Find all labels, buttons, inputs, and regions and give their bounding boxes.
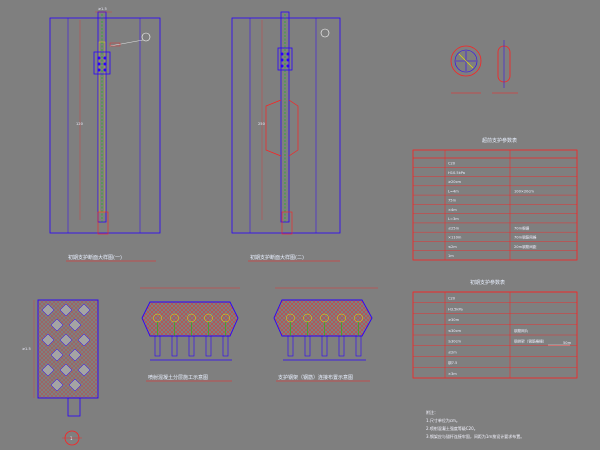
table-2-cell: ≤30cm <box>448 329 462 333</box>
lattice-cell <box>68 348 82 362</box>
table-2-cell: ×3m <box>448 372 457 376</box>
lattice-plate: 1 ≥1.5 <box>22 299 99 446</box>
table-1-cell: L=3m <box>448 217 459 221</box>
lattice-cell <box>77 333 91 347</box>
beam-post <box>287 335 294 357</box>
table-2-cell: H3.5kPa <box>448 307 463 311</box>
view-2-section: 250 初期支护断面大样图(二) <box>231 11 341 262</box>
table-2-cell: 钢7.5 <box>448 360 457 365</box>
detail-circles <box>450 40 518 94</box>
beam-post <box>355 335 362 357</box>
lattice-cell <box>59 363 73 377</box>
view-2-title: 初期支护断面大样图(二) <box>250 254 304 261</box>
view-3-title: 喷射混凝土分层施工示意图 <box>148 374 208 381</box>
beam-post <box>222 335 229 357</box>
dim-label-3: 250 <box>258 122 266 126</box>
lattice-cell <box>50 348 64 362</box>
lattice-cell <box>77 363 91 377</box>
table-1-note: 70m钢筋网格 <box>514 235 537 240</box>
table-1-title: 超前支护参数表 <box>482 137 517 144</box>
table-1-cell: 1m <box>448 254 454 258</box>
lattice-cell <box>68 318 82 332</box>
table-1-cell: ×110m <box>448 236 462 240</box>
beam-post <box>171 335 178 357</box>
table-2-side-label: 50m <box>563 341 572 345</box>
table-1-cell: ≥20cm <box>448 180 462 184</box>
table-1-cell: H10.5kPa <box>448 171 465 175</box>
beam-section-middle: 喷射混凝土分层施工示意图 <box>140 287 240 382</box>
lattice-cell <box>77 303 91 317</box>
view-1-title: 初期支护断面大样图(一) <box>68 254 122 261</box>
table-2-cell: ≥30cm <box>448 340 462 344</box>
table-1-cell: ≤25m <box>448 226 460 230</box>
table-2-cell: ≥30m <box>448 318 460 322</box>
notes-line-3: 3.钢架应与锚杆连接牢固，间距为1m按设计要求布置。 <box>426 433 524 439</box>
lattice-cell <box>41 333 55 347</box>
lattice-cell <box>41 303 55 317</box>
table-1-cell: L=4m <box>448 189 459 193</box>
table-1-cell: 75m <box>448 199 457 203</box>
lattice-cell <box>41 363 55 377</box>
notes: 附注： 1.尺寸单位为cm。 2.喷射混凝土强度等级C20。 3.钢架应与锚杆连… <box>426 409 524 439</box>
dim-label-1: ≥1.5 <box>98 7 107 11</box>
table-2-title: 初期支护参数表 <box>470 279 505 286</box>
table-2-cell: ≤2m <box>448 350 457 354</box>
table-1-note: 100×20cm <box>514 189 534 193</box>
notes-heading: 附注： <box>426 409 438 415</box>
beam-post <box>188 335 195 357</box>
table-1-cell: ≤2m <box>448 245 457 249</box>
table-2-note: 钢拱架（钢筋格栅） <box>514 339 546 344</box>
lattice-cell <box>68 378 82 392</box>
table-1-cell: ×4m <box>448 208 457 212</box>
beam-post <box>154 335 161 357</box>
beam-section-right: 支护钢架（钢筋）连接布置示意图 <box>273 287 378 382</box>
dim-label-4: ≥1.5 <box>22 347 31 351</box>
table-1-cell: C20 <box>448 161 456 165</box>
lattice-cell <box>59 333 73 347</box>
view-4-title: 支护钢架（钢筋）连接布置示意图 <box>278 374 353 381</box>
callout-1-label: 1 <box>70 436 73 441</box>
beam-post <box>304 335 311 357</box>
notes-line-1: 1.尺寸单位为cm。 <box>426 417 460 423</box>
dim-label-2: 120 <box>76 122 84 126</box>
table-2-note: 钢筋网片 <box>514 328 529 333</box>
lattice-cell <box>59 303 73 317</box>
view-1-section: ≥1.5 120 初期支护断面大样图(一) <box>49 7 161 262</box>
table-1-note: 70m根据 <box>514 225 530 230</box>
beam-post <box>338 335 345 357</box>
beam-post <box>205 335 212 357</box>
beam-post <box>321 335 328 357</box>
lattice-cell <box>50 378 64 392</box>
notes-line-2: 2.喷射混凝土强度等级C20。 <box>426 425 478 431</box>
table-1-note: 20m钢筋间距 <box>514 244 537 249</box>
table-2-cell: C20 <box>448 297 456 301</box>
lattice-cell <box>50 318 64 332</box>
